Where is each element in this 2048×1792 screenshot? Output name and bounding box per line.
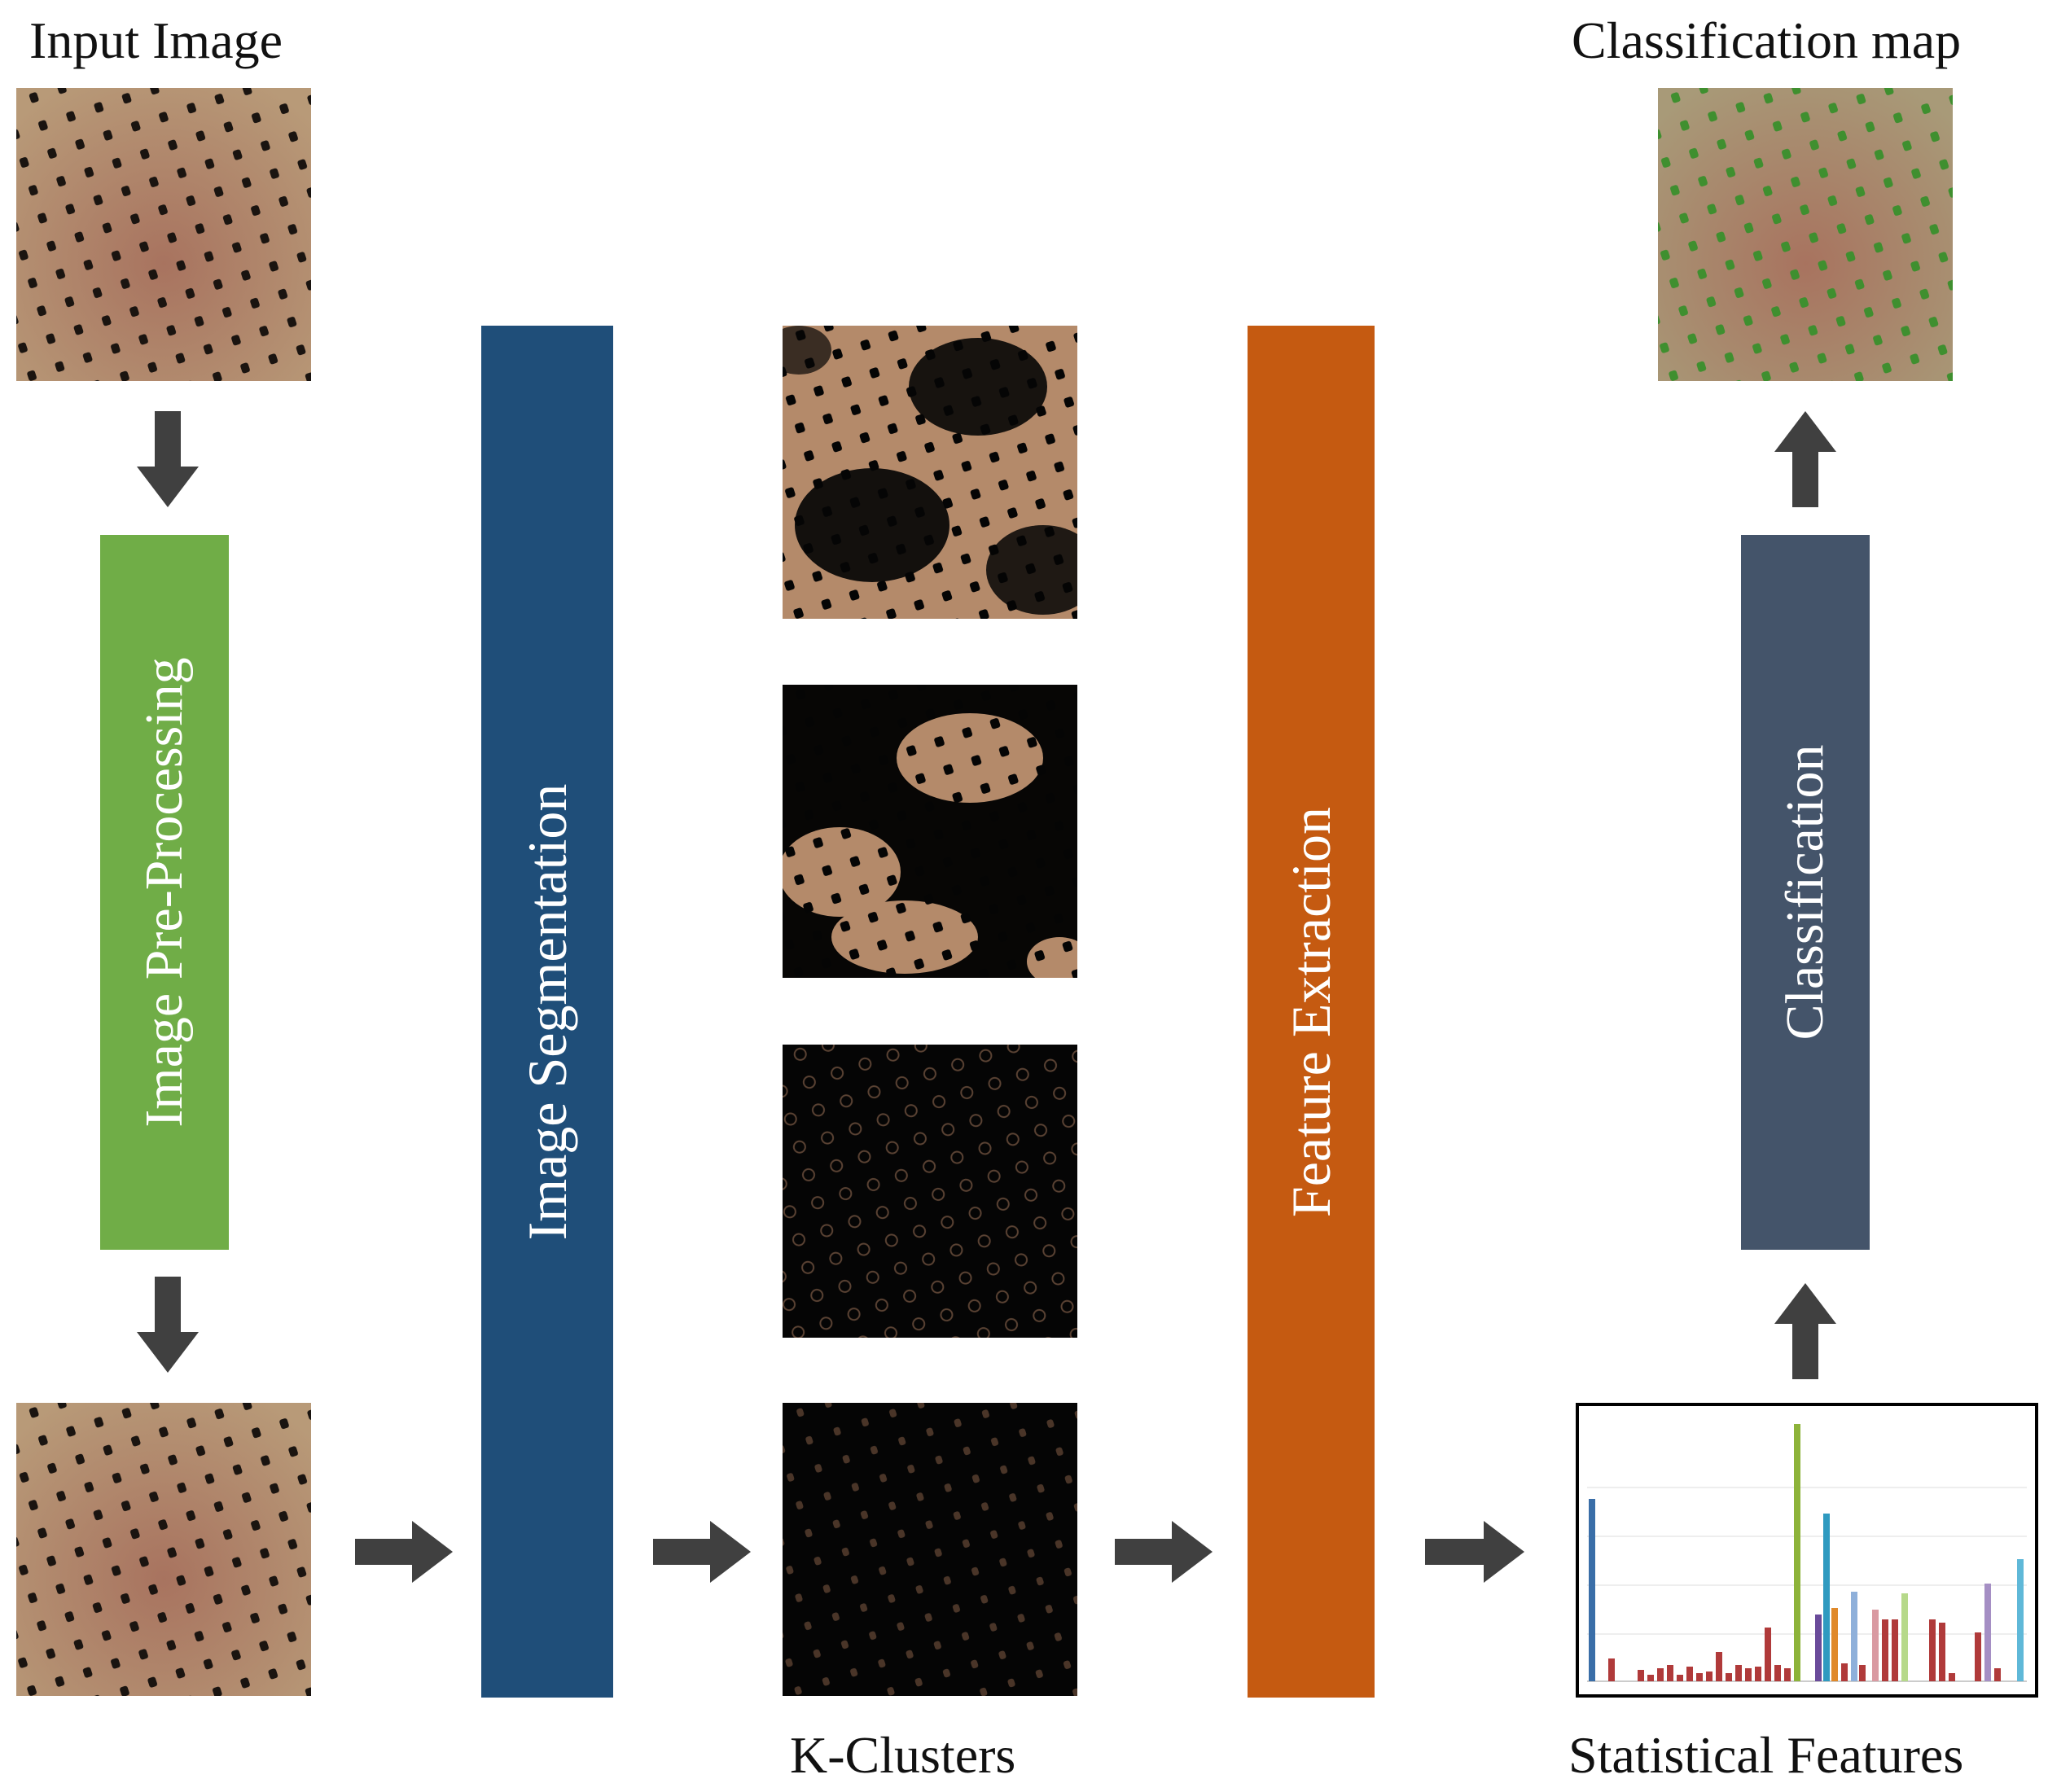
arrow-right-icon [355, 1521, 453, 1583]
arrow-up-icon [1774, 1283, 1836, 1379]
k-clusters-label: K-Clusters [790, 1726, 1016, 1784]
image-segmentation-label: Image Segmentation [516, 783, 578, 1240]
classification-map-label: Classification map [1572, 11, 1962, 69]
arrow-right-icon [1425, 1521, 1524, 1583]
image-pre-processing-block: Image Pre-Processing [100, 535, 229, 1250]
cluster-image-3 [783, 1045, 1077, 1338]
arrow-right-icon [1115, 1521, 1213, 1583]
classification-label: Classification [1775, 744, 1835, 1041]
classification-map-tile [1658, 88, 1953, 381]
preprocessed-image-tile [16, 1403, 311, 1696]
statistical-features-bars [1587, 1424, 2027, 1682]
feature-extraction-block: Feature Extraction [1248, 326, 1375, 1698]
cluster-image-1 [783, 326, 1077, 619]
arrow-right-icon [653, 1521, 751, 1583]
statistical-features-label: Statistical Features [1568, 1726, 1964, 1784]
image-segmentation-block: Image Segmentation [481, 326, 613, 1698]
arrow-down-icon [137, 1277, 199, 1373]
feature-extraction-label: Feature Extraction [1280, 806, 1342, 1217]
arrow-up-icon [1774, 411, 1836, 507]
cluster-image-2 [783, 685, 1077, 978]
statistical-features-chart [1576, 1403, 2038, 1698]
image-pre-processing-label: Image Pre-Processing [134, 657, 194, 1128]
cluster-image-4 [783, 1403, 1077, 1696]
input-image-label: Input Image [29, 11, 283, 69]
input-image-tile [16, 88, 311, 381]
classification-block: Classification [1741, 535, 1870, 1250]
arrow-down-icon [137, 411, 199, 507]
